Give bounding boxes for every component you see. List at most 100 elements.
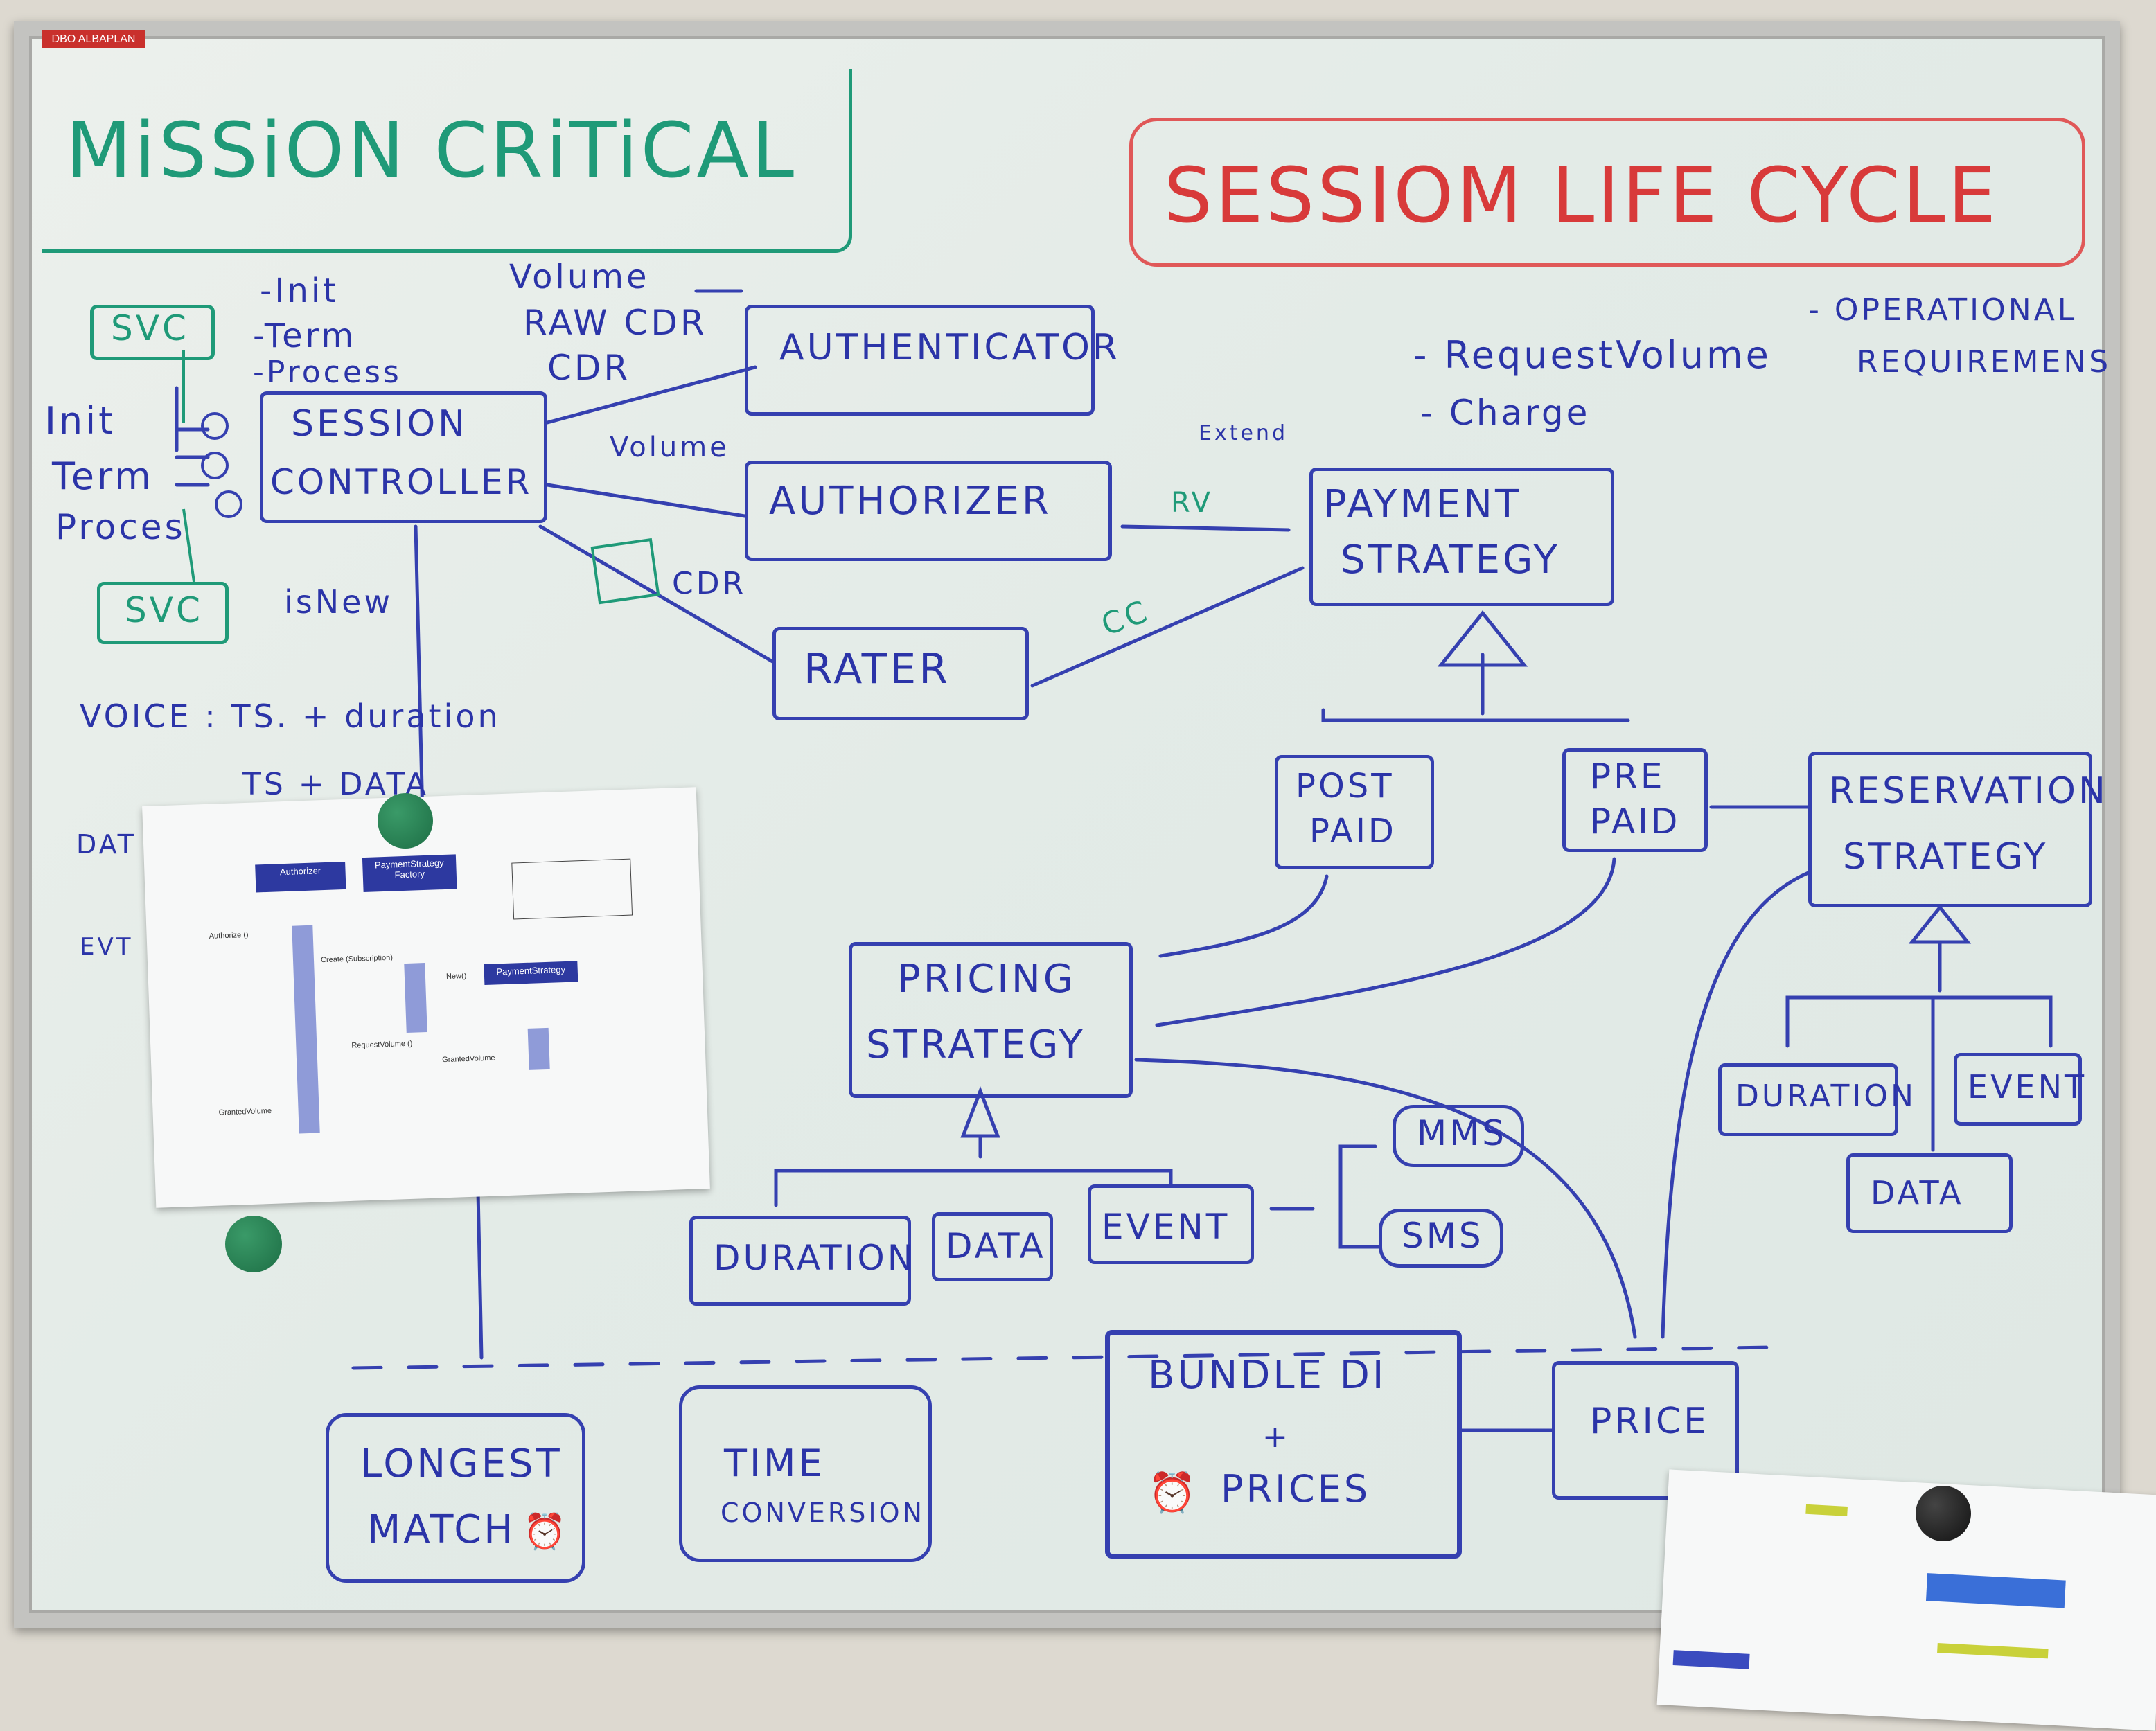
session-controller-line2: CONTROLLER	[270, 462, 533, 502]
svc-box-top	[90, 305, 215, 360]
inherit-reservation	[1785, 995, 2053, 1048]
green-magnet-bottom	[225, 1216, 282, 1272]
authenticator-label: AUTHENTICATOR	[779, 327, 1121, 369]
pre-paid-line2: PAID	[1590, 801, 1681, 842]
note-requirements: REQUIREMENS	[1857, 344, 2112, 380]
note-operational: - OPERATIONAL	[1808, 292, 2078, 328]
event-label: EVENT	[1102, 1207, 1230, 1247]
line-prepaid-pricing	[1155, 857, 1616, 1027]
seq-authorizer: Authorizer	[255, 861, 346, 893]
mindmap-node	[1672, 1650, 1750, 1669]
note-term: -Term	[253, 317, 357, 355]
res-duration-box: DURATION	[1718, 1063, 1914, 1136]
line-controller-authenticator	[545, 365, 757, 425]
note-rawcdr: RAW CDR	[523, 303, 707, 343]
mms-box: MMS	[1393, 1105, 1524, 1167]
bundle-line2: +	[1262, 1419, 1291, 1455]
bundle-line3: PRICES	[1221, 1467, 1371, 1511]
title-left-frame	[42, 69, 852, 253]
reservation-strategy-box: RESERVATION STRATEGY	[1808, 752, 2105, 907]
post-paid-line1: POST	[1296, 767, 1395, 806]
note-term-side: Term	[52, 454, 154, 498]
board-brand-label: DBO ALBAPLAN	[42, 30, 145, 48]
inherit-payment	[1321, 708, 1630, 722]
duration-box: DURATION	[689, 1216, 913, 1306]
seq-msg-authorize: Authorize ()	[209, 930, 249, 941]
bundle-line1: BUNDLE DI	[1148, 1353, 1387, 1398]
note-process: -Process	[253, 355, 402, 390]
note-isnew: isNew	[284, 583, 394, 621]
payment-strategy-line2: STRATEGY	[1341, 538, 1560, 583]
mindmap-highlight	[1805, 1504, 1848, 1516]
pricing-strategy-box: PRICING STRATEGY	[849, 942, 1133, 1098]
pre-paid-box: PRE PAID	[1562, 748, 1708, 852]
res-data-label: DATA	[1871, 1174, 1964, 1211]
res-event-box: EVENT	[1954, 1053, 2084, 1126]
rater-box: RATER	[772, 627, 1029, 720]
bundle-box: BUNDLE DI + PRICES ⏰	[1105, 1330, 1462, 1559]
inherit-pricing	[774, 1169, 1173, 1207]
clock-icon: ⏰	[1148, 1471, 1199, 1516]
mms-label: MMS	[1417, 1113, 1508, 1153]
note-evt: EVT	[80, 933, 134, 961]
line-reservation-price	[1661, 871, 1810, 1339]
title-right: SESSIOM LIFE CYCLE	[1164, 151, 1999, 240]
pricing-strategy-line1: PRICING	[897, 957, 1077, 1002]
sms-label: SMS	[1402, 1216, 1484, 1256]
pre-paid-line1: PRE	[1590, 756, 1665, 797]
line-controller-authorizer	[545, 483, 747, 518]
seq-payment-strategy: PaymentStrategy	[484, 961, 578, 986]
dashed-line	[351, 1345, 1776, 1370]
authenticator-box: AUTHENTICATOR	[745, 305, 1117, 416]
longest-match-box: LONGEST MATCH ⏰	[326, 1413, 585, 1583]
data-label: DATA	[946, 1226, 1046, 1266]
inherit-triangle-payment	[1437, 610, 1528, 667]
res-event-label: EVENT	[1968, 1068, 2087, 1106]
note-volume-arrow: Volume	[610, 432, 730, 463]
svc-box-bottom	[97, 582, 229, 644]
res-duration-label: DURATION	[1735, 1078, 1916, 1114]
seq-lifeline-factory	[404, 963, 427, 1033]
note-request-volume: - RequestVolume	[1413, 333, 1771, 377]
post-paid-line2: PAID	[1309, 812, 1397, 851]
seq-note	[511, 858, 633, 920]
note-cdr-rater: CDR	[672, 566, 747, 601]
seq-msg-granted: GrantedVolume	[441, 1054, 495, 1065]
mindmap-highlight-2	[1937, 1643, 2049, 1659]
mindmap-highlight-blue	[1925, 1573, 2066, 1608]
reservation-strategy-line1: RESERVATION	[1829, 770, 2108, 812]
event-box: EVENT	[1088, 1184, 1254, 1264]
authorizer-label: AUTHORIZER	[769, 479, 1052, 524]
payment-strategy-line1: PAYMENT	[1323, 482, 1522, 527]
note-proces-side: Proces	[55, 507, 186, 547]
seq-lifeline-strategy	[527, 1027, 550, 1070]
seq-msg-new: New()	[445, 971, 467, 981]
clock-icon-2: ⏰	[523, 1511, 569, 1552]
price-label: PRICE	[1590, 1401, 1709, 1442]
seq-factory: PaymentStrategy Factory	[362, 854, 457, 893]
note-rv: RV	[1171, 487, 1213, 519]
note-voice: VOICE : TS. + duration	[80, 698, 501, 735]
line-controller-down	[414, 524, 425, 819]
session-controller-box: SESSION CONTROLLER	[260, 391, 547, 523]
reservation-strategy-line2: STRATEGY	[1843, 836, 2049, 878]
note-extend: Extend	[1199, 421, 1288, 445]
authorizer-box: AUTHORIZER	[745, 461, 1112, 561]
price-box: PRICE	[1552, 1361, 1739, 1500]
time-conversion-box: TIME CONVERSION	[679, 1385, 932, 1562]
sequence-diagram-printout: Authorizer PaymentStrategy Factory Payme…	[142, 787, 710, 1208]
res-data-box: DATA	[1846, 1153, 2013, 1233]
data-box: DATA	[932, 1212, 1053, 1281]
note-dat: DAT	[76, 829, 136, 860]
svc-label-bottom: SVC	[125, 590, 203, 630]
session-controller-line1: SESSION	[291, 403, 468, 445]
green-magnet-top	[378, 793, 433, 849]
longest-match-line1: LONGEST	[360, 1441, 563, 1486]
rater-label: RATER	[804, 645, 951, 693]
note-init-side: Init	[45, 399, 116, 443]
time-conversion-line1: TIME	[724, 1441, 825, 1485]
seq-lifeline-authorizer	[292, 925, 320, 1134]
note-volume: Volume	[509, 258, 650, 296]
line-pricing-price	[1134, 1058, 1637, 1339]
duration-label: DURATION	[714, 1238, 917, 1278]
